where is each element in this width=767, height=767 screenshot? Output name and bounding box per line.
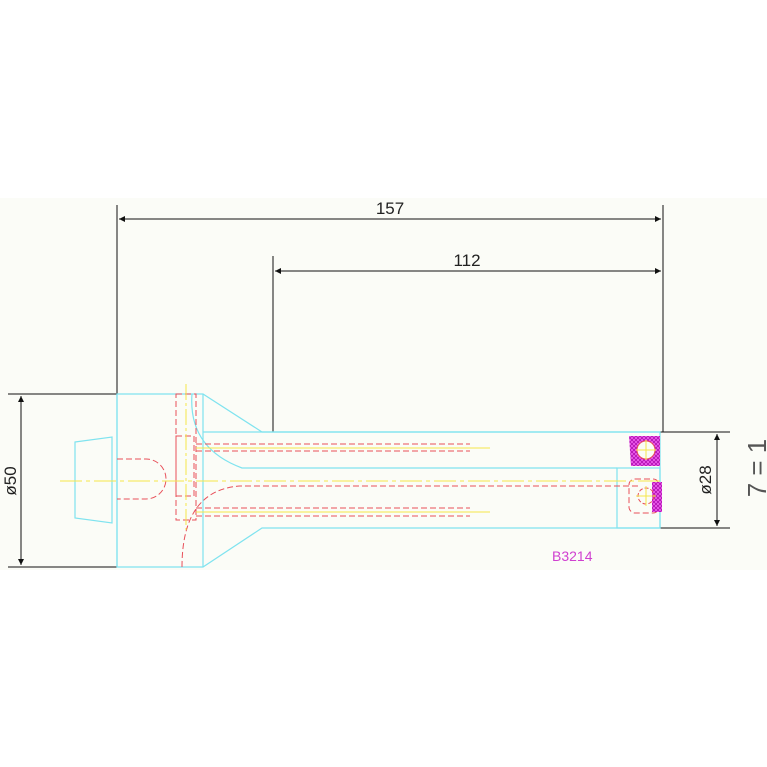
hidden-lines [117,393,660,568]
dimension-shaft-diameter: ø28 [660,431,730,529]
outline-inner-fillet [191,393,617,469]
dimension-shaft-length: 112 [272,251,661,432]
drawing-sheet [0,198,767,570]
hidden-curved-channel [181,485,640,568]
dimension-head-diameter: ø50 [1,393,117,568]
dimension-label-28: ø28 [696,465,715,494]
hidden-head-pocket [117,458,167,500]
hatched-features [629,436,662,512]
dimension-label-157: 157 [376,199,404,218]
hatched-lower-hole-section [652,482,662,512]
side-note-label: 7 = 1 [742,439,767,498]
dimension-label-50: ø50 [1,466,20,495]
dimension-label-112: 112 [453,251,480,270]
center-lines [60,384,660,530]
part-number-label: B3214 [552,548,593,564]
outline-end-cap [74,436,113,524]
dimension-overall-length: 157 [116,199,664,432]
hidden-cross-bore-inner [175,435,195,497]
